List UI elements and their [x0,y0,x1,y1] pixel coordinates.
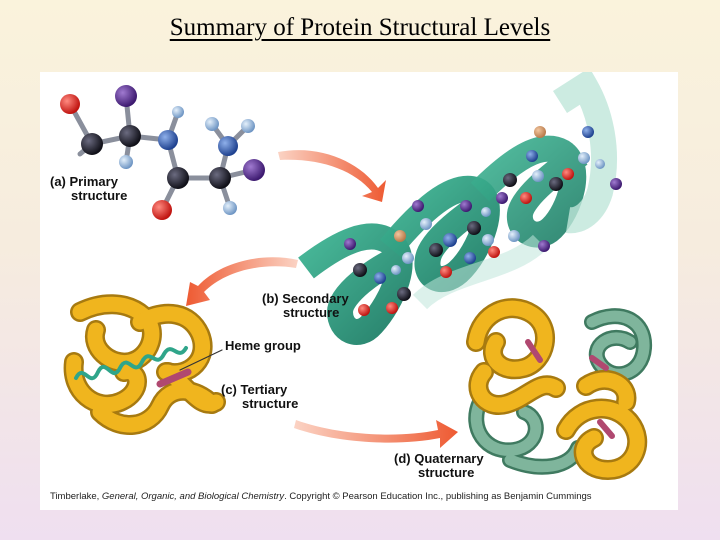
primary-structure-molecule [60,85,265,220]
label-quaternary-letter: (d) [394,451,411,466]
label-tertiary-line2: structure [242,396,299,411]
label-secondary-letter: (b) [262,291,279,306]
arrow-tertiary-to-quaternary [294,420,458,448]
tertiary-structure-myoglobin [63,294,226,435]
label-secondary-line2: structure [283,305,340,320]
label-primary-line2: structure [71,188,128,203]
label-tertiary-letter: (c) [221,382,237,397]
label-tertiary-structure: (c) Tertiary structure [221,383,298,411]
label-heme-group: Heme group [225,338,301,353]
label-primary-line1: Primary [69,174,118,189]
label-secondary-structure: (b) Secondary structure [262,292,349,320]
label-secondary-line1: Secondary [282,291,349,306]
label-tertiary-line1: Tertiary [240,382,288,397]
quaternary-structure-hemoglobin [466,298,653,480]
figure-panel: (a) Primary structure (b) Secondary stru… [40,72,678,510]
label-quaternary-line1: Quaternary [414,451,484,466]
credit-author: Timberlake, [50,491,102,502]
protein-structure-illustration [60,72,653,480]
label-quaternary-structure: (d) Quaternary structure [394,452,484,480]
label-primary-structure: (a) Primary structure [50,175,127,203]
arrow-secondary-to-tertiary [186,257,298,306]
copyright-credit: Timberlake, General, Organic, and Biolog… [50,491,592,502]
label-quaternary-line2: structure [418,465,475,480]
alpha-helix-ribbon [298,72,622,345]
credit-book-title: General, Organic, and Biological Chemist… [101,491,285,502]
slide-title: Summary of Protein Structural Levels [169,14,551,41]
credit-rest: . Copyright © Pearson Education Inc., pu… [284,491,592,502]
arrow-primary-to-secondary [278,150,386,202]
label-primary-letter: (a) [50,174,66,189]
